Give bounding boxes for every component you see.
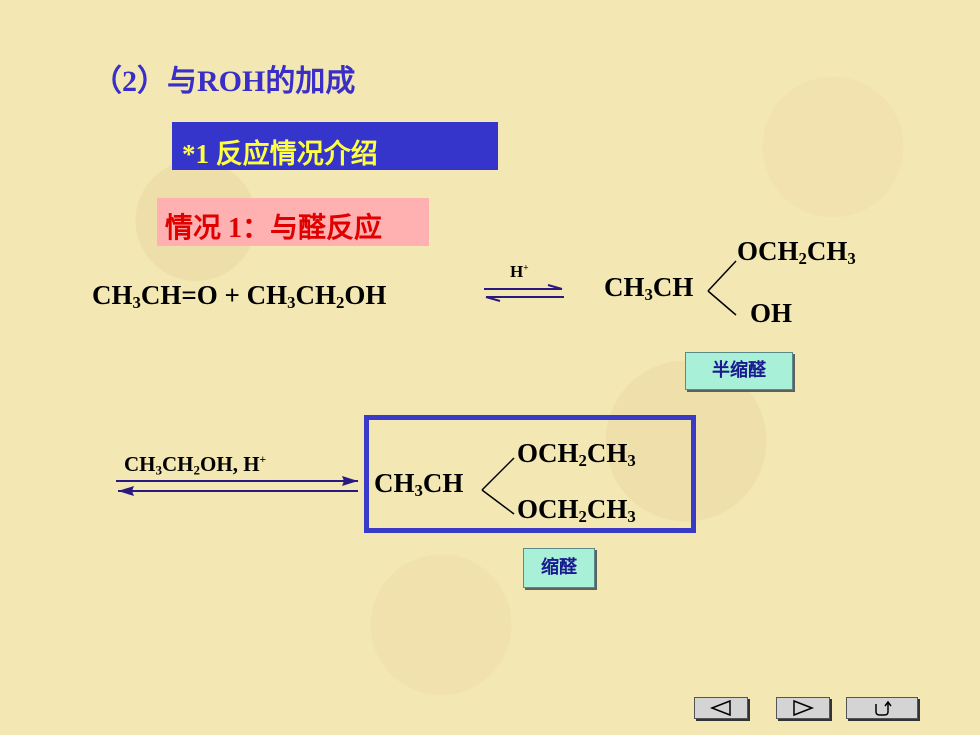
hemiacetal-label: 半缩醛 (685, 352, 793, 390)
reaction1-catalyst: H+ (510, 262, 529, 281)
hemiacetal-top-group: OCH2CH3 (737, 236, 856, 269)
return-arrow-icon (875, 700, 892, 716)
hemiacetal-bonds (707, 260, 737, 316)
equilibrium-arrow-1 (484, 284, 564, 302)
hemiacetal-left: CH3CH (604, 272, 694, 305)
reaction1-reactants: CH3CH=O + CH3CH2OH (92, 280, 387, 313)
page-title: （2）与ROH的加成 (92, 65, 356, 98)
hemiacetal-bottom-group: OH (750, 298, 793, 328)
acetal-top-group: OCH2CH3 (517, 438, 636, 471)
return-button[interactable] (846, 697, 918, 719)
case-heading: 情况 1：与醛反应 (157, 198, 429, 246)
acetal-box (364, 415, 696, 533)
section-heading: *1 反应情况介绍 (172, 122, 498, 170)
reaction2-reagent: CH3CH2OH, H+ (124, 452, 267, 478)
acetal-bonds (481, 457, 515, 515)
triangle-left-icon (709, 699, 731, 717)
acetal-bottom-group: OCH2CH3 (517, 494, 636, 527)
equilibrium-arrow-2 (116, 476, 358, 496)
next-button[interactable] (776, 697, 830, 719)
acetal-left: CH3CH (374, 468, 464, 501)
prev-button[interactable] (694, 697, 748, 719)
acetal-label: 缩醛 (523, 548, 595, 588)
triangle-right-icon (793, 699, 815, 717)
